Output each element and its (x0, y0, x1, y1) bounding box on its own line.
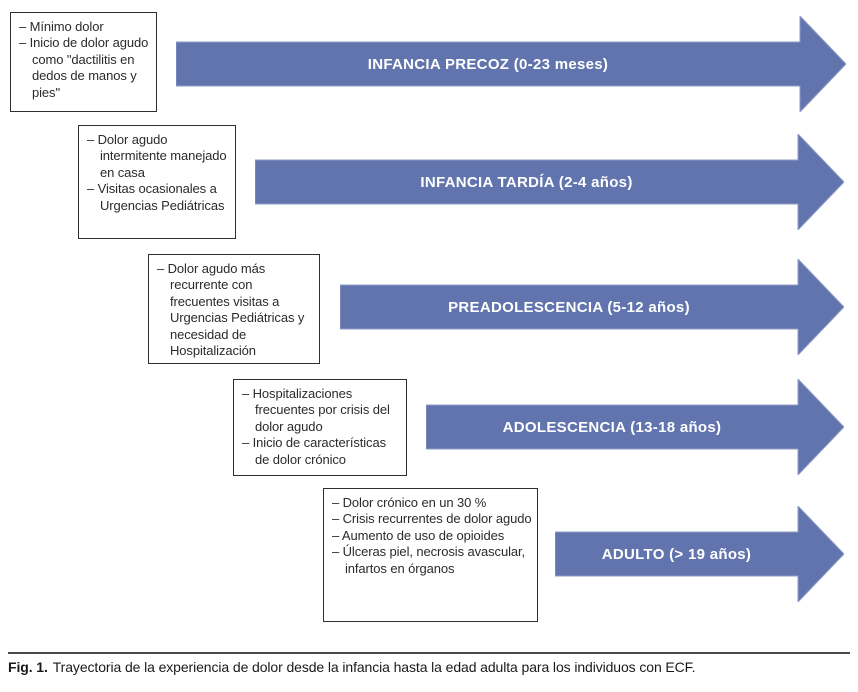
right-arrow-icon (176, 16, 846, 112)
stage-arrow-infancia-precoz: INFANCIA PRECOZ (0-23 meses) (176, 16, 846, 112)
note-box-adulto: – Dolor crónico en un 30 % – Crisis recu… (323, 488, 538, 622)
note-box-adolescencia: – Hospitalizaciones frecuentes por crisi… (233, 379, 407, 476)
note-box-infancia-precoz: – Mínimo dolor – Inicio de dolor agudo c… (10, 12, 157, 112)
stage-arrow-infancia-tardia: INFANCIA TARDÍA (2-4 años) (255, 134, 844, 230)
arrow-label: ADULTO (> 19 años) (601, 545, 752, 563)
arrow-label: INFANCIA TARDÍA (2-4 años) (420, 173, 633, 191)
note-list: – Dolor agudo intermitente manejado en c… (87, 132, 230, 214)
note-box-preadolescencia: – Dolor agudo más recurrente con frecuen… (148, 254, 320, 364)
note-item: – Crisis recurrentes de dolor agudo (332, 511, 532, 527)
note-item: – Dolor crónico en un 30 % (332, 495, 487, 510)
note-item: – Úlceras piel, necrosis avascular, infa… (332, 544, 526, 576)
note-item: – Dolor agudo intermitente manejado en c… (87, 132, 227, 180)
note-item: – Mínimo dolor (19, 19, 104, 34)
right-arrow-icon (255, 134, 844, 230)
note-box-infancia-tardia: – Dolor agudo intermitente manejado en c… (78, 125, 236, 239)
caption-text: Trayectoria de la experiencia de dolor d… (52, 659, 696, 675)
note-item: – Dolor agudo más recurrente con frecuen… (157, 261, 305, 359)
arrow-label: INFANCIA PRECOZ (0-23 meses) (367, 55, 609, 73)
arrow-label: ADOLESCENCIA (13-18 años) (502, 418, 722, 436)
arrow-label: PREADOLESCENCIA (5-12 años) (448, 298, 690, 316)
right-arrow-icon (426, 379, 844, 475)
note-list: – Hospitalizaciones frecuentes por crisi… (242, 386, 401, 468)
note-list: – Mínimo dolor – Inicio de dolor agudo c… (19, 19, 151, 101)
caption-divider (8, 652, 850, 654)
note-item: – Inicio de dolor agudo como "dactilitis… (19, 35, 149, 100)
stage-arrow-preadolescencia: PREADOLESCENCIA (5-12 años) (340, 259, 844, 355)
note-item: – Inicio de características de dolor cró… (242, 435, 386, 467)
note-list: – Dolor crónico en un 30 % – Crisis recu… (332, 495, 532, 577)
right-arrow-icon (340, 259, 844, 355)
note-item: – Hospitalizaciones frecuentes por crisi… (242, 386, 390, 434)
note-item: – Visitas ocasionales a Urgencias Pediát… (87, 181, 225, 213)
stage-arrow-adulto: ADULTO (> 19 años) (555, 506, 844, 602)
note-item: – Aumento de uso de opioides (332, 527, 505, 543)
figure-caption: Fig. 1.Trayectoria de la experiencia de … (8, 659, 850, 675)
right-arrow-icon (555, 506, 844, 602)
figure-number: Fig. 1. (8, 659, 48, 675)
note-list: – Dolor agudo más recurrente con frecuen… (157, 261, 314, 359)
stage-arrow-adolescencia: ADOLESCENCIA (13-18 años) (426, 379, 844, 475)
